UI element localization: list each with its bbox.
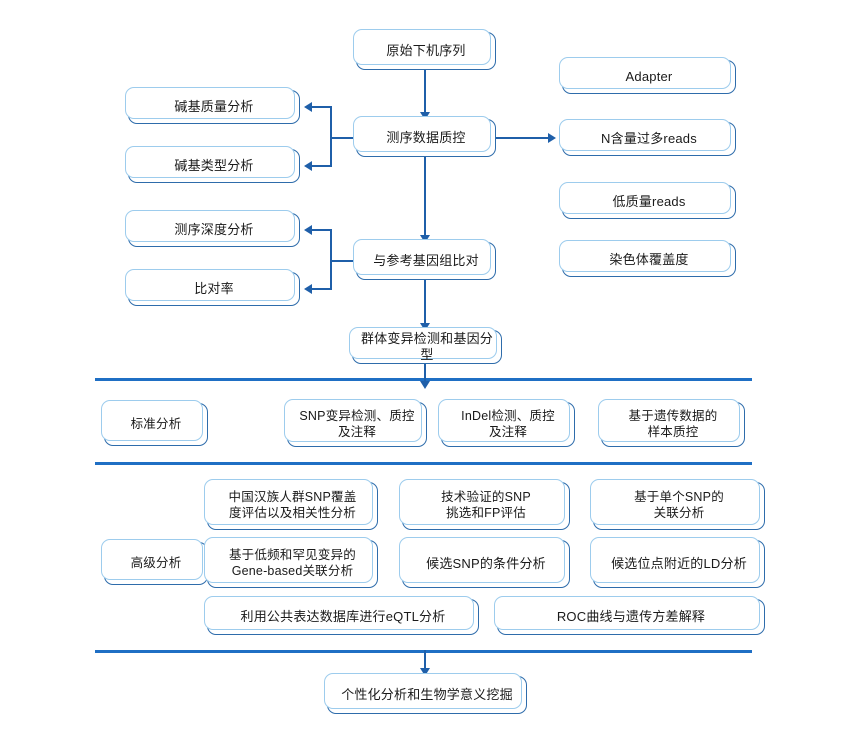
connector-alignment-to-depth [312, 229, 332, 232]
node-roc-genetic-variance[interactable]: ROC曲线与遗传方差解释 [494, 596, 765, 635]
node-final-personalized-analysis[interactable]: 个性化分析和生物学意义挖掘 [324, 673, 527, 714]
node-single-snp-association-label: 基于单个SNP的 关联分析 [634, 490, 724, 520]
node-adapter-label: Adapter [625, 68, 673, 84]
section-label-advanced[interactable]: 高级分析 [101, 539, 208, 585]
connector-alignment-to-rate [312, 288, 332, 291]
node-genetic-data-sample-qc[interactable]: 基于遗传数据的 样本质控 [598, 399, 745, 447]
connector-qc-to-base-type [312, 165, 332, 168]
connector-alignment-to-variant [424, 280, 427, 325]
section-label-advanced-text: 高级分析 [130, 555, 182, 570]
node-alignment-rate[interactable]: 比对率 [125, 269, 300, 306]
node-single-snp-association[interactable]: 基于单个SNP的 关联分析 [590, 479, 765, 530]
node-candidate-locus-ld-analysis[interactable]: 候选位点附近的LD分析 [590, 537, 765, 588]
section-label-standard[interactable]: 标准分析 [101, 400, 208, 446]
node-roc-genetic-variance-label: ROC曲线与遗传方差解释 [556, 608, 706, 624]
connector-qc-to-alignment [424, 157, 427, 237]
divider-advanced-bottom [95, 650, 752, 653]
node-gene-based-rare-variant-association-label: 基于低频和罕见变异的 Gene-based关联分析 [228, 548, 356, 578]
node-public-expression-eqtl[interactable]: 利用公共表达数据库进行eQTL分析 [204, 596, 479, 635]
connector-alignment-stub-left [330, 260, 358, 263]
arrowhead-alignment-to-rate [304, 284, 312, 294]
node-validated-snp-selection-fp-label: 技术验证的SNP 挑选和FP评估 [441, 490, 531, 520]
node-han-chinese-snp-coverage[interactable]: 中国汉族人群SNP覆盖 度评估以及相关性分析 [204, 479, 378, 530]
arrowhead-advanced-to-final [420, 668, 430, 676]
node-adapter[interactable]: Adapter [559, 57, 736, 94]
node-validated-snp-selection-fp[interactable]: 技术验证的SNP 挑选和FP评估 [399, 479, 570, 530]
connector-qc-to-base-quality [312, 106, 332, 109]
node-candidate-snp-conditional-analysis[interactable]: 候选SNP的条件分析 [399, 537, 570, 588]
node-qc[interactable]: 测序数据质控 [353, 116, 496, 157]
connector-qc-stub-left [330, 137, 358, 140]
connector-advanced-to-final [424, 650, 427, 672]
connector-variant-to-standard [424, 364, 427, 386]
node-genetic-data-sample-qc-label: 基于遗传数据的 样本质控 [628, 408, 718, 439]
node-final-personalized-analysis-label: 个性化分析和生物学意义挖掘 [341, 686, 513, 702]
node-base-quality-analysis-label: 碱基质量分析 [174, 98, 254, 114]
connector-qc-bracket-vertical [330, 106, 333, 167]
node-alignment-rate-label: 比对率 [194, 280, 234, 296]
node-base-quality-analysis[interactable]: 碱基质量分析 [125, 87, 300, 124]
connector-qc-to-right-column [496, 137, 550, 140]
node-base-type-analysis-label: 碱基类型分析 [174, 157, 254, 173]
node-raw-sequence[interactable]: 原始下机序列 [353, 29, 496, 70]
divider-standard-top [95, 378, 752, 381]
node-public-expression-eqtl-label: 利用公共表达数据库进行eQTL分析 [240, 608, 446, 624]
node-base-type-analysis[interactable]: 碱基类型分析 [125, 146, 300, 183]
node-variant-calling[interactable]: 群体变异检测和基因分型 [349, 327, 502, 364]
node-chromosome-coverage[interactable]: 染色体覆盖度 [559, 240, 736, 277]
arrowhead-qc-to-base-type [304, 161, 312, 171]
section-label-standard-text: 标准分析 [130, 416, 182, 431]
node-low-quality-reads-label: 低质量reads [612, 193, 686, 209]
node-han-chinese-snp-coverage-label: 中国汉族人群SNP覆盖 度评估以及相关性分析 [228, 490, 357, 520]
arrowhead-variant-to-standard [420, 381, 430, 389]
node-raw-sequence-label: 原始下机序列 [386, 42, 466, 58]
node-candidate-snp-conditional-analysis-label: 候选SNP的条件分析 [426, 555, 546, 571]
node-indel-calling-qc-annotation[interactable]: InDel检测、质控 及注释 [438, 399, 575, 447]
connector-raw-to-qc [424, 70, 427, 114]
node-high-n-reads-label: N含量过多reads [601, 130, 697, 146]
connector-alignment-bracket-vertical [330, 229, 333, 290]
node-candidate-locus-ld-analysis-label: 候选位点附近的LD分析 [611, 555, 747, 571]
node-sequencing-depth-analysis[interactable]: 测序深度分析 [125, 210, 300, 247]
node-indel-calling-qc-annotation-label: InDel检测、质控 及注释 [461, 408, 555, 439]
arrowhead-qc-to-base-quality [304, 102, 312, 112]
node-qc-label: 测序数据质控 [386, 129, 466, 145]
node-snp-calling-qc-annotation[interactable]: SNP变异检测、质控 及注释 [284, 399, 427, 447]
node-high-n-reads[interactable]: N含量过多reads [559, 119, 736, 156]
node-variant-calling-label: 群体变异检测和基因分型 [360, 330, 493, 362]
arrowhead-alignment-to-depth [304, 225, 312, 235]
arrowhead-qc-to-right-column [548, 133, 556, 143]
divider-standard-bottom [95, 462, 752, 465]
node-alignment-label: 与参考基因组比对 [373, 252, 479, 268]
node-chromosome-coverage-label: 染色体覆盖度 [609, 251, 689, 267]
node-gene-based-rare-variant-association[interactable]: 基于低频和罕见变异的 Gene-based关联分析 [204, 537, 378, 588]
node-sequencing-depth-analysis-label: 测序深度分析 [174, 221, 254, 237]
node-alignment[interactable]: 与参考基因组比对 [353, 239, 496, 280]
node-low-quality-reads[interactable]: 低质量reads [559, 182, 736, 219]
node-snp-calling-qc-annotation-label: SNP变异检测、质控 及注释 [299, 408, 415, 439]
